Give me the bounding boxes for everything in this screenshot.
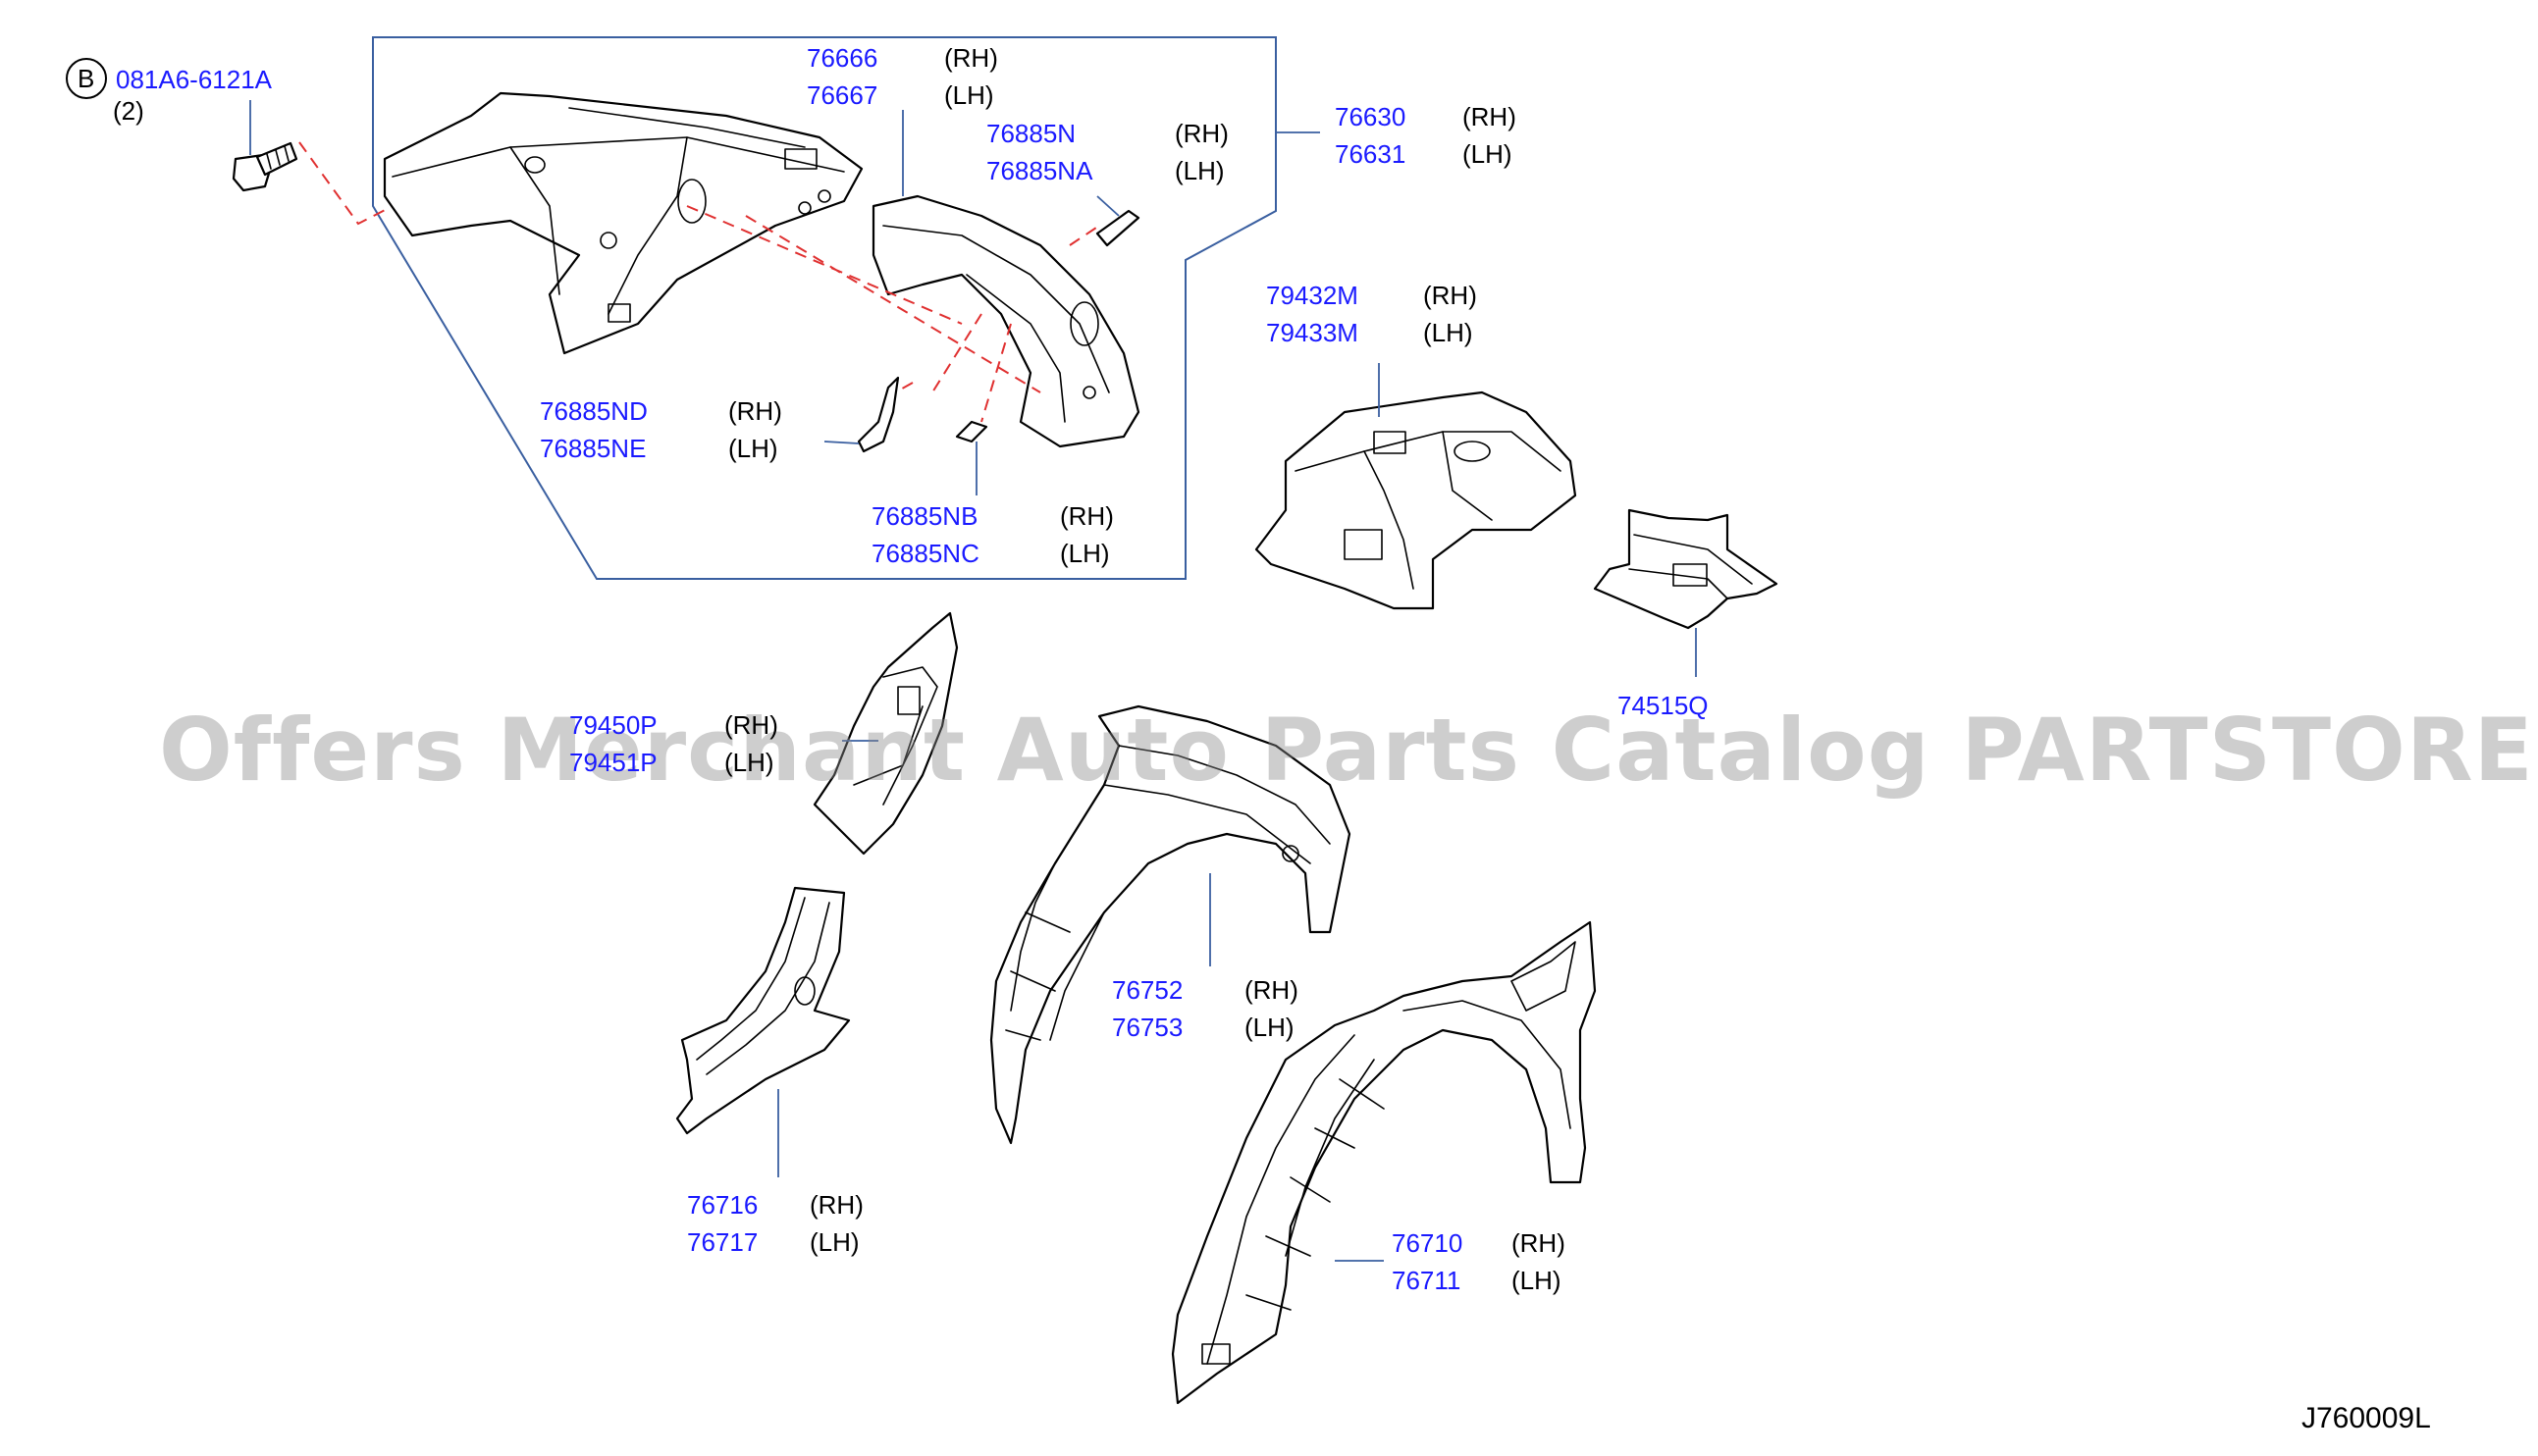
- part-number-79451p[interactable]: 79451P: [569, 748, 658, 777]
- clip-76885n[interactable]: [1095, 195, 1140, 247]
- side-rh: (RH): [1462, 102, 1516, 131]
- part-76752-wheelhouse[interactable]: [989, 704, 1351, 1145]
- b-marker-circle: [66, 58, 107, 99]
- callout-76710[interactable]: 76710 (RH) 76711 (LH): [1392, 1228, 1565, 1295]
- bolt-icon: [232, 141, 298, 192]
- b-marker-letter: B: [78, 64, 94, 93]
- part-number-79433m[interactable]: 79433M: [1266, 318, 1358, 347]
- part-number-76885na[interactable]: 76885NA: [986, 156, 1093, 185]
- dashed-lines-assembly: [686, 205, 1100, 423]
- side-lh: (LH): [1462, 139, 1512, 169]
- callout-76752[interactable]: 76752 (RH) 76753 (LH): [1112, 975, 1298, 1042]
- side-rh: (RH): [1423, 281, 1477, 310]
- side-lh: (LH): [810, 1227, 860, 1257]
- part-rear-upper-member[interactable]: [383, 91, 864, 355]
- part-number-79432m[interactable]: 79432M: [1266, 281, 1358, 310]
- side-lh: (LH): [1423, 318, 1473, 347]
- part-number-76711[interactable]: 76711: [1392, 1266, 1460, 1295]
- part-number-76710[interactable]: 76710: [1392, 1228, 1462, 1258]
- side-rh: (RH): [1511, 1228, 1565, 1258]
- part-number-76630[interactable]: 76630: [1335, 102, 1405, 131]
- side-lh: (LH): [724, 748, 774, 777]
- part-number-74515q[interactable]: 74515Q: [1617, 691, 1709, 720]
- part-74515q-bracket[interactable]: [1593, 508, 1778, 630]
- part-number-76666[interactable]: 76666: [807, 43, 877, 73]
- part-number-76753[interactable]: 76753: [1112, 1013, 1183, 1042]
- clip-76885nb[interactable]: [955, 420, 988, 495]
- side-lh: (LH): [728, 434, 778, 463]
- bolt-part-number[interactable]: 081A6-6121A: [116, 65, 273, 94]
- part-number-76716[interactable]: 76716: [687, 1190, 758, 1220]
- side-lh: (LH): [1175, 156, 1225, 185]
- diagram-code: J760009L: [2301, 1402, 2431, 1434]
- side-rh: (RH): [724, 710, 778, 740]
- part-79450p-panel[interactable]: [813, 611, 959, 856]
- side-rh: (RH): [1244, 975, 1298, 1005]
- callout-76885n[interactable]: 76885N (RH) 76885NA (LH): [986, 119, 1229, 185]
- part-number-76631[interactable]: 76631: [1335, 139, 1405, 169]
- side-lh: (LH): [1060, 539, 1110, 568]
- part-number-76885n[interactable]: 76885N: [986, 119, 1076, 148]
- side-lh: (LH): [1244, 1013, 1295, 1042]
- side-lh: (LH): [944, 80, 994, 110]
- callout-74515q[interactable]: 74515Q: [1617, 691, 1709, 720]
- side-rh: (RH): [1175, 119, 1229, 148]
- part-76710-outer-panel[interactable]: [1171, 920, 1597, 1405]
- bolt-081a6-6121a[interactable]: B 081A6-6121A (2): [66, 58, 403, 226]
- part-79432m-bracket[interactable]: [1254, 390, 1577, 610]
- side-rh: (RH): [810, 1190, 864, 1220]
- bolt-dashed-path: [298, 141, 403, 226]
- side-rh: (RH): [944, 43, 998, 73]
- watermark: Offers Merchant Auto Parts Catalog PARTS…: [159, 700, 2538, 801]
- part-number-76717[interactable]: 76717: [687, 1227, 758, 1257]
- part-number-79450p[interactable]: 79450P: [569, 710, 658, 740]
- side-rh: (RH): [1060, 501, 1114, 531]
- part-number-76885nc[interactable]: 76885NC: [872, 539, 979, 568]
- assembly-frame: [372, 36, 1277, 580]
- callout-76885nd[interactable]: 76885ND (RH) 76885NE (LH): [540, 396, 782, 463]
- part-76716-pillar[interactable]: [675, 886, 851, 1135]
- part-number-76752[interactable]: 76752: [1112, 975, 1183, 1005]
- callout-79450p[interactable]: 79450P (RH) 79451P (LH): [569, 710, 778, 777]
- callout-76666[interactable]: 76666 (RH) 76667 (LH): [807, 43, 998, 110]
- side-lh: (LH): [1511, 1266, 1561, 1295]
- clip-76885nd[interactable]: [823, 376, 900, 453]
- callout-76885nb[interactable]: 76885NB (RH) 76885NC (LH): [872, 501, 1114, 568]
- part-number-76885nb[interactable]: 76885NB: [872, 501, 978, 531]
- part-number-76885nd[interactable]: 76885ND: [540, 396, 648, 426]
- side-rh: (RH): [728, 396, 782, 426]
- part-76666-wheelhouse-extension[interactable]: [872, 194, 1140, 448]
- callout-79432m[interactable]: 79432M (RH) 79433M (LH): [1266, 281, 1477, 347]
- callout-76716[interactable]: 76716 (RH) 76717 (LH): [687, 1190, 864, 1257]
- part-number-76885ne[interactable]: 76885NE: [540, 434, 646, 463]
- part-number-76667[interactable]: 76667: [807, 80, 877, 110]
- bolt-quantity: (2): [113, 96, 144, 126]
- callout-76630[interactable]: 76630 (RH) 76631 (LH): [1335, 102, 1516, 169]
